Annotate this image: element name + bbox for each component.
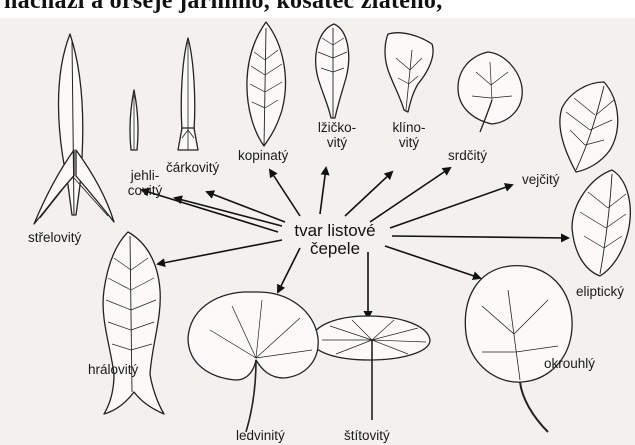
label-srdcity: srdčitý	[448, 148, 487, 163]
arrow-lzickovity	[320, 168, 326, 214]
leaf-okrouhly	[465, 266, 572, 432]
arrow-hralovity	[158, 240, 282, 264]
arrow-srdcity	[370, 168, 450, 222]
arrow-jehlicovity	[175, 198, 282, 226]
leaf-carkovity	[178, 38, 198, 150]
label-hralovity: hrálovitý	[88, 362, 138, 377]
leaf-strelovity	[34, 34, 114, 224]
label-ledvinity: ledvinitý	[236, 428, 285, 443]
arrow-carkovity	[207, 192, 285, 222]
arrow-vejcity	[390, 185, 512, 228]
label-klinovity: klíno- vitý	[384, 120, 434, 150]
arrow-okrouhly	[385, 246, 480, 278]
center-label: tvar listové čepele	[280, 222, 390, 258]
leaf-elipticky	[572, 170, 630, 276]
label-jehlicovity: jehli- covitý	[120, 168, 170, 198]
label-stitovity: štítovitý	[344, 428, 390, 443]
leaf-ledvinity	[188, 292, 318, 432]
label-elipticky: eliptický	[576, 284, 624, 299]
leaf-kopinaty	[247, 22, 286, 146]
arrow-klinovity	[345, 172, 392, 216]
arrow-kopinaty	[270, 170, 300, 216]
leaf-vejcity	[560, 82, 618, 172]
leaf-hralovity	[103, 232, 164, 414]
label-kopinaty: kopinatý	[238, 148, 288, 163]
label-strelovity: střelovitý	[28, 230, 81, 245]
leaf-srdcity	[458, 52, 522, 132]
label-carkovity: čárkovitý	[166, 160, 219, 175]
leaf-stitovity	[312, 316, 430, 420]
leaf-jehlicovity	[130, 90, 138, 150]
label-lzickovity: lžičko- vitý	[312, 120, 362, 150]
leaf-klinovity	[385, 33, 433, 112]
label-okrouhly: okrouhlý	[544, 356, 595, 371]
label-vejcity: vejčitý	[522, 172, 560, 187]
leaf-lzickovity	[316, 24, 349, 118]
arrow-elipticky	[392, 236, 568, 238]
